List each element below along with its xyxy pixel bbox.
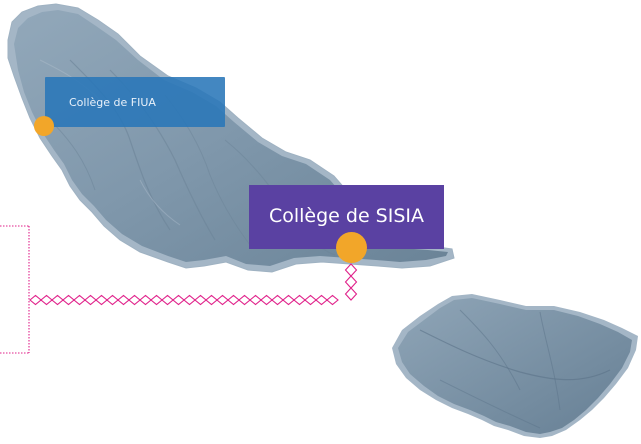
marker-dot-sisia[interactable] [336,232,367,263]
marker-label-sisia-text: Collège de SISIA [268,205,425,227]
marker-label-fiua-text: Collège de FIUA [69,95,156,109]
marker-label-sisia[interactable]: Collège de SISIA [249,185,444,249]
connector-line [0,225,358,354]
marker-label-fiua[interactable]: Collège de FIUA [45,77,225,127]
island-alofi [392,294,638,438]
marker-dot-fiua[interactable] [34,116,54,136]
